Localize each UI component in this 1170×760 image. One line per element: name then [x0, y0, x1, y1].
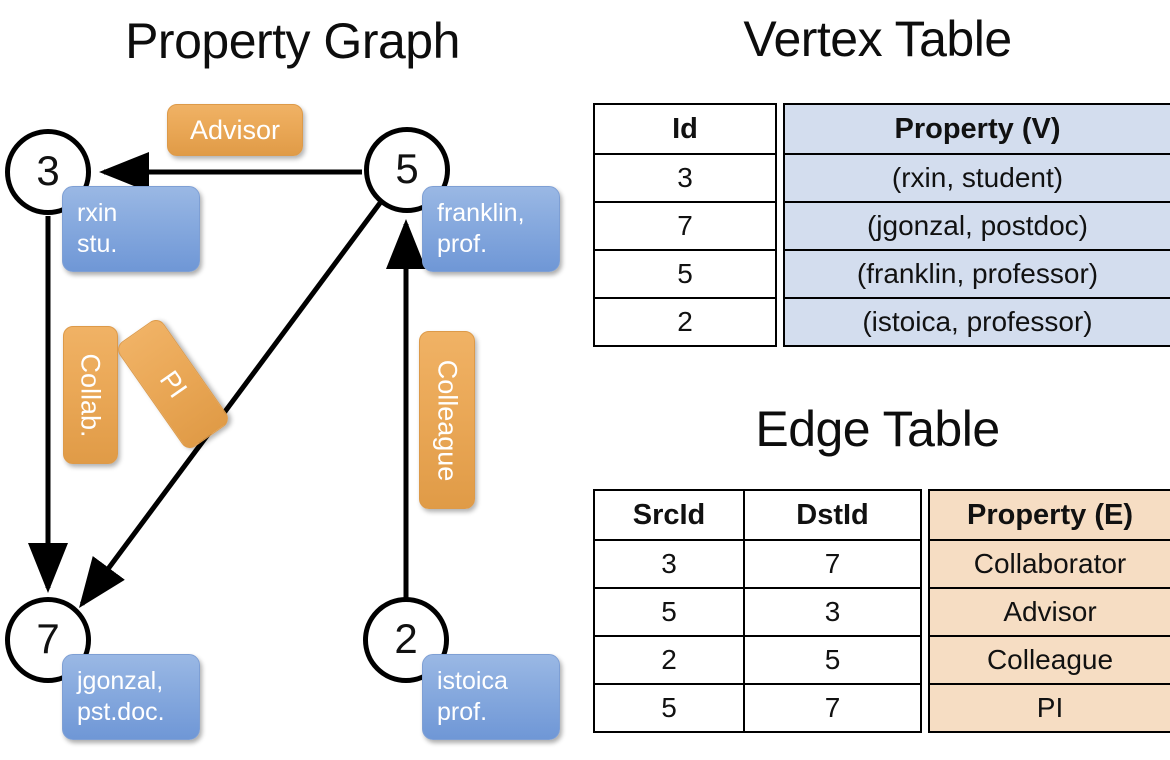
edge-table-header-property: Property (E)	[928, 489, 1170, 541]
graph-node-2-label: 2	[394, 615, 418, 662]
vertex-table: Id Property (V) 3 (rxin, student) 7 (jgo…	[593, 103, 1170, 347]
edge-row-0-src: 3	[593, 539, 745, 589]
edge-row-2-property: Colleague	[928, 635, 1170, 685]
graph-node-7-label: 7	[36, 615, 60, 662]
table-row[interactable]: 2 (istoica, professor)	[593, 297, 1170, 347]
graph-node-5-label: 5	[395, 145, 419, 192]
graph-edges-layer	[28, 152, 426, 609]
vertex-row-1-gap	[776, 202, 784, 250]
edge-row-3-src: 5	[593, 683, 745, 733]
table-row[interactable]: 3 7 Collaborator	[593, 539, 1170, 589]
edge-row-1-src: 5	[593, 587, 745, 637]
edge-label-collab: Collab.	[63, 326, 118, 464]
vertex-row-1-property: (jgonzal, postdoc)	[783, 201, 1170, 251]
vertex-row-2-id: 5	[593, 249, 777, 299]
page-title-vertex-table: Vertex Table	[743, 11, 1012, 67]
graph-node-3-label: 3	[36, 147, 60, 194]
graph-node-2[interactable]: 2	[363, 597, 449, 683]
vertex-table-header-row: Id Property (V)	[593, 103, 1170, 155]
table-row[interactable]: 7 (jgonzal, postdoc)	[593, 201, 1170, 251]
vertex-table-header-id: Id	[593, 103, 777, 155]
graph-node-5[interactable]: 5	[364, 127, 450, 213]
page-title-edge-table: Edge Table	[755, 401, 1000, 457]
edge-label-colleague-text: Colleague	[432, 359, 463, 481]
table-row[interactable]: 5 3 Advisor	[593, 587, 1170, 637]
edge-row-1-property: Advisor	[928, 587, 1170, 637]
vertex-property-callout-5-line1: franklin,	[437, 199, 525, 227]
edge-row-0-dst: 7	[743, 539, 922, 589]
table-row[interactable]: 5 (franklin, professor)	[593, 249, 1170, 299]
vertex-row-2-gap	[776, 250, 784, 298]
vertex-property-callout-3: rxin stu.	[62, 186, 200, 272]
vertex-property-callout-2-line1: istoica	[437, 667, 508, 695]
edge-table-header-dstid: DstId	[743, 489, 922, 541]
table-row[interactable]: 2 5 Colleague	[593, 635, 1170, 685]
vertex-row-3-property: (istoica, professor)	[783, 297, 1170, 347]
property-graph-diagram: 3 5 7 2 rxin stu. franklin, prof. jgonza…	[5, 104, 560, 740]
edge-label-colleague: Colleague	[419, 331, 475, 509]
edge-table-header-srcid: SrcId	[593, 489, 745, 541]
vertex-row-3-gap	[776, 298, 784, 346]
edge-row-0-gap	[921, 540, 929, 588]
edge-row-2-gap	[921, 636, 929, 684]
vertex-property-callout-2-line2: prof.	[437, 698, 488, 726]
edge-label-collab-text: Collab.	[76, 352, 107, 438]
table-row[interactable]: 3 (rxin, student)	[593, 153, 1170, 203]
vertex-property-callout-7-line1: jgonzal,	[77, 667, 164, 695]
vertex-property-callout-3-line2: stu.	[77, 230, 118, 258]
vertex-property-callout-5-line2: prof.	[437, 230, 488, 258]
edge-row-0-property: Collaborator	[928, 539, 1170, 589]
vertex-row-1-id: 7	[593, 201, 777, 251]
edge-row-3-dst: 7	[743, 683, 922, 733]
edge-label-advisor-text: Advisor	[189, 114, 281, 145]
page-title-property-graph: Property Graph	[125, 13, 460, 69]
edge-row-1-gap	[921, 588, 929, 636]
vertex-table-column-gap	[776, 104, 784, 154]
edge-5-to-7	[79, 201, 383, 609]
vertex-property-callout-3-line1: rxin	[77, 199, 118, 227]
edge-label-advisor: Advisor	[167, 104, 303, 156]
edge-label-pi-text: PI	[153, 364, 194, 403]
edge-table-column-gap	[921, 490, 929, 540]
vertex-row-0-gap	[776, 154, 784, 202]
vertex-property-callout-7: jgonzal, pst.doc.	[62, 654, 200, 740]
edge-row-2-src: 2	[593, 635, 745, 685]
vertex-row-0-id: 3	[593, 153, 777, 203]
vertex-table-header-property: Property (V)	[783, 103, 1170, 155]
edge-table-header-row: SrcId DstId Property (E)	[593, 489, 1170, 541]
vertex-property-callout-5: franklin, prof.	[422, 186, 560, 272]
edge-row-2-dst: 5	[743, 635, 922, 685]
vertex-row-3-id: 2	[593, 297, 777, 347]
vertex-row-2-property: (franklin, professor)	[783, 249, 1170, 299]
edge-table: SrcId DstId Property (E) 3 7 Collaborato…	[593, 489, 1170, 733]
vertex-row-0-property: (rxin, student)	[783, 153, 1170, 203]
edge-row-1-dst: 3	[743, 587, 922, 637]
vertex-property-callout-7-line2: pst.doc.	[77, 698, 165, 726]
table-row[interactable]: 5 7 PI	[593, 683, 1170, 733]
vertex-property-callout-2: istoica prof.	[422, 654, 560, 740]
edge-row-3-property: PI	[928, 683, 1170, 733]
edge-row-3-gap	[921, 684, 929, 732]
